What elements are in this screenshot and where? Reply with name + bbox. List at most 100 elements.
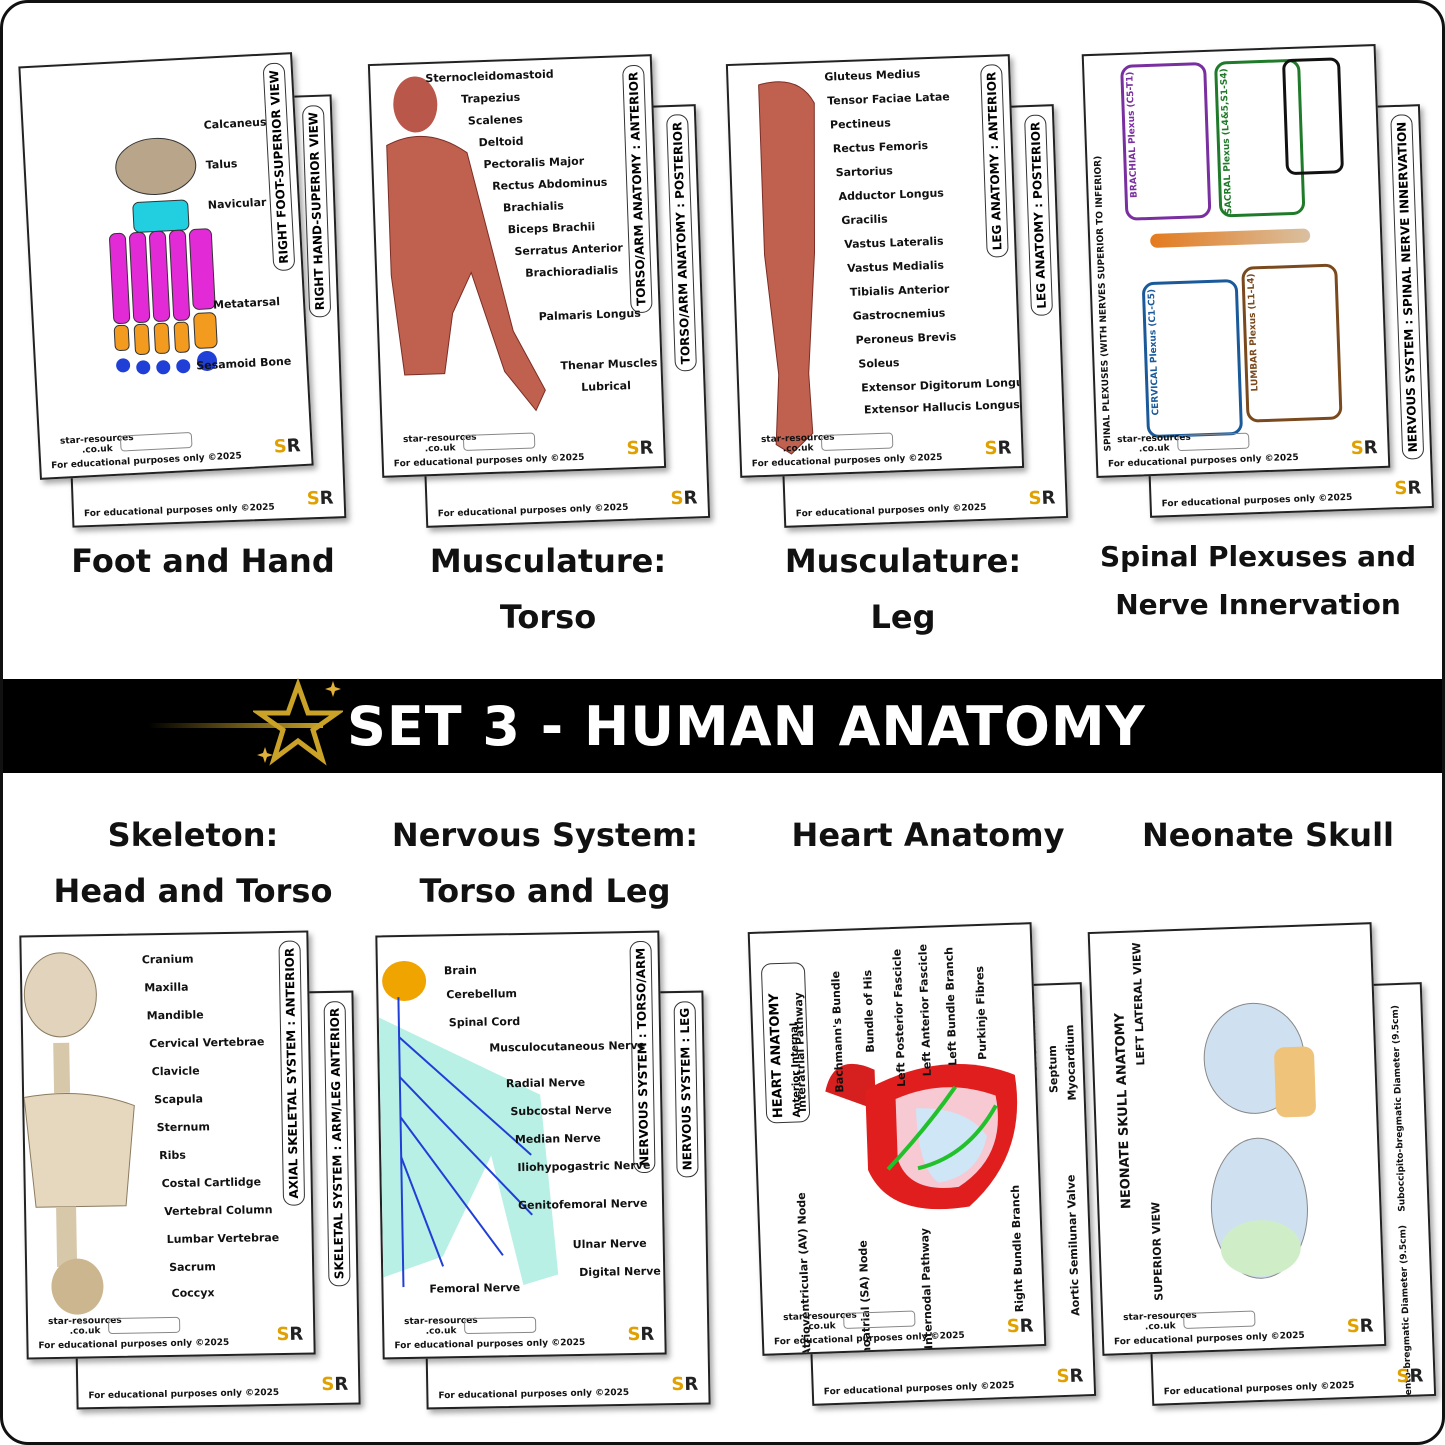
sr-logo: SR <box>627 1323 655 1346</box>
star-icon <box>253 677 343 766</box>
name-box <box>108 1316 181 1335</box>
sr-logo: SR <box>1350 437 1378 460</box>
brachial-title: BRACHIAL Plexus (C5-T1) <box>1125 71 1140 199</box>
sr-logo: SR <box>670 487 698 510</box>
torso-label: Brachioradialis <box>525 263 619 280</box>
name-box <box>119 431 193 452</box>
sr-logo: SR <box>1396 1365 1424 1388</box>
skull-lateral-title: LEFT LATERAL VIEW <box>1130 942 1148 1066</box>
card-footer: For educational purposes only ©2025 <box>83 502 275 520</box>
card-footer: For educational purposes only ©2025 <box>438 1387 630 1402</box>
caption-line: Heart Anatomy <box>791 816 1065 854</box>
coccygeal-box <box>1281 57 1345 176</box>
nervous-label: Ulnar Nerve <box>572 1236 647 1252</box>
card-header: RIGHT HAND-SUPERIOR VIEW <box>301 104 332 318</box>
torso-label: Rectus Abdominus <box>491 175 608 193</box>
leg-label: Soleus <box>858 356 900 371</box>
nervous-label: Radial Nerve <box>505 1075 586 1091</box>
lumbar-title: LUMBAR Plexus (L1-L4) <box>1246 273 1261 392</box>
caption-skeleton: Skeleton: Head and Torso <box>33 807 353 919</box>
spinal-title: SPINAL PLEXUSES (WITH NERVES SUPERIOR TO… <box>1093 155 1114 452</box>
lumbar-box: LUMBAR Plexus (L1-L4) <box>1241 263 1343 423</box>
sr-logo: SR <box>321 1373 349 1396</box>
name-box <box>1177 432 1250 452</box>
caption-skull: Neonate Skull <box>1108 807 1428 863</box>
skeleton-label: Lumbar Vertebrae <box>166 1231 280 1247</box>
caption-line: Leg <box>870 598 936 636</box>
sacral-title: SACRAL Plexus (L4&5,S1-S4) <box>1219 68 1235 215</box>
card-front-torso: TORSO/ARM ANATOMY : ANTERIOR Sternocleid… <box>367 54 667 478</box>
card-header: TORSO/ARM ANATOMY : ANTERIOR <box>622 64 653 314</box>
nervous-label: Genitofemoral Nerve <box>517 1196 648 1213</box>
torso-label: Palmaris Longus <box>538 306 642 324</box>
leg-label: Vastus Lateralis <box>844 234 944 252</box>
heart-header: HEART ANATOMY <box>766 993 787 1119</box>
card-footer: For educational purposes only ©2025 <box>394 1337 586 1352</box>
card-front-skeleton: AXIAL SKELETAL SYSTEM : ANTERIOR Cranium… <box>19 930 316 1360</box>
sr-logo: SR <box>1056 1365 1084 1388</box>
sr-logo: SR <box>626 437 654 460</box>
name-box <box>820 432 894 451</box>
torso-label: Trapezius <box>460 90 521 106</box>
caption-line: Torso and Leg <box>419 872 671 910</box>
caption-line: Torso <box>499 598 597 636</box>
foot-label: Talus <box>205 157 238 172</box>
card-front-leg: LEG ANATOMY : ANTERIOR Gluteus Medius Te… <box>725 54 1025 478</box>
skeleton-label: Sternum <box>156 1120 211 1135</box>
card-header: NERVOUS SYSTEM : LEG <box>673 1000 699 1178</box>
card-footer: For educational purposes only ©2025 <box>437 502 629 520</box>
heart-back-label: Myocardium <box>1063 1024 1079 1101</box>
card-footer: For educational purposes only ©2025 <box>88 1387 280 1402</box>
sr-logo: SR <box>671 1373 699 1396</box>
torso-label: Lubrical <box>581 379 632 394</box>
heart-back-label: Septum <box>1045 1045 1061 1094</box>
card-header: RIGHT FOOT-SUPERIOR VIEW <box>262 62 296 272</box>
caption-line: Musculature: <box>429 542 667 580</box>
nervous-label: Brain <box>443 963 477 978</box>
leg-label: Peroneus Brevis <box>855 330 957 347</box>
nervous-label: Subcostal Nerve <box>510 1103 612 1119</box>
skeleton-label: Clavicle <box>151 1064 200 1079</box>
name-box <box>843 1310 916 1329</box>
caption-torso: Musculature: Torso <box>388 533 708 645</box>
nervous-label: Spinal Cord <box>448 1014 521 1030</box>
skeleton-label: Scapula <box>154 1092 204 1107</box>
foot-label: Metatarsal <box>212 295 281 312</box>
foot-label: Navicular <box>207 195 267 212</box>
skeleton-label: Sacrum <box>169 1260 216 1274</box>
caption-foot-hand: Foot and Hand <box>43 533 363 589</box>
skull-header: NEONATE SKULL ANATOMY <box>1112 1012 1135 1210</box>
foot-label: Calcaneus <box>203 115 267 132</box>
leg-label: Tibialis Anterior <box>849 282 950 299</box>
nervous-label: Iliohypogastric Nerve <box>517 1158 651 1175</box>
leg-label: Gastrocnemius <box>852 306 946 323</box>
cervical-box: CERVICAL Plexus (C1-C5) <box>1141 278 1244 439</box>
caption-line: Spinal Plexuses and <box>1099 540 1417 573</box>
leg-label: Adductor Longus <box>838 186 945 204</box>
torso-label: Brachialis <box>502 199 565 215</box>
skeleton-label: Coccyx <box>171 1286 215 1300</box>
title-banner: SET 3 - HUMAN ANATOMY <box>3 679 1442 773</box>
heart-back-label: Aortic Semilunar Valve <box>1064 1174 1083 1317</box>
skeleton-illustration <box>23 952 135 1315</box>
card-footer: For educational purposes only ©2025 <box>393 452 585 470</box>
card-header: LEG ANATOMY : POSTERIOR <box>1024 114 1054 316</box>
card-footer: For educational purposes only ©2025 <box>1113 1330 1305 1348</box>
caption-line: Head and Torso <box>53 872 333 910</box>
banner-title: SET 3 - HUMAN ANATOMY <box>347 695 1146 758</box>
sr-logo: SR <box>1028 487 1056 510</box>
card-header: NERVOUS SYSTEM : TORSO/ARM <box>629 940 656 1174</box>
nervous-label: Femoral Nerve <box>429 1281 521 1296</box>
skeleton-label: Vertebral Column <box>164 1203 273 1219</box>
card-header: SKELETAL SYSTEM : ARM/LEG ANTERIOR <box>323 1000 351 1287</box>
caption-line: Nerve Innervation <box>1115 588 1401 621</box>
spine-graphic <box>1150 228 1311 248</box>
card-header: TORSO/ARM ANATOMY : POSTERIOR <box>666 114 697 372</box>
leg-label: Pectineus <box>829 116 891 132</box>
card-footer: For educational purposes only ©2025 <box>1163 1380 1355 1398</box>
sr-logo: SR <box>984 437 1012 460</box>
leg-label: Tensor Faciae Latae <box>826 90 950 108</box>
torso-label: Scalenes <box>467 112 524 128</box>
caption-line: Foot and Hand <box>71 542 335 580</box>
